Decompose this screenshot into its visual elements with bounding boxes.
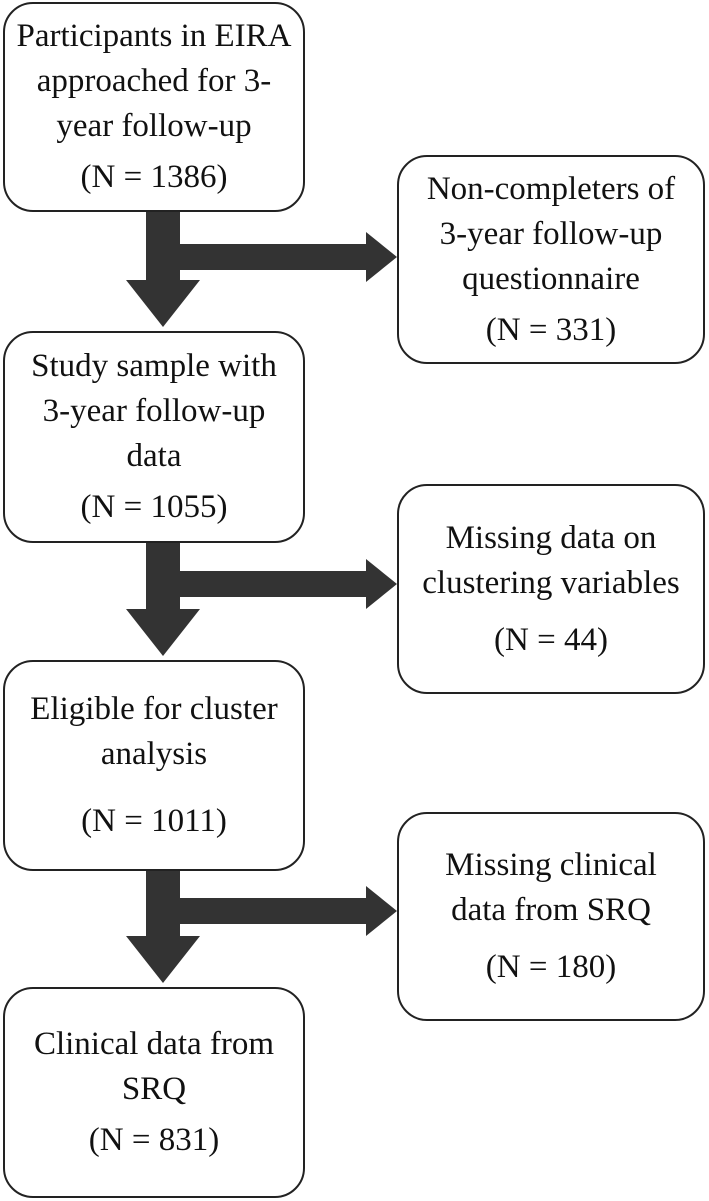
arrow-3-right [178,886,397,936]
box-text-line: analysis [100,736,208,772]
box-count: (N = 1055) [80,489,228,525]
box-text-line: questionnaire [462,260,640,297]
arrow-1-right [178,232,397,282]
box-text-line: Missing data on [445,519,657,556]
arrow-2-right [178,559,397,609]
box-text-line: approached for 3- [36,63,272,99]
box-clinical-data-srq: Clinical data from SRQ (N = 831) [3,987,305,1198]
box-text-line: 3-year follow-up [439,215,663,252]
box-count: (N = 831) [88,1122,220,1158]
box-count: (N = 44) [494,621,608,658]
arrow-3-down [126,871,200,983]
box-text-line: Missing clinical [445,847,657,883]
box-text-line: SRQ [121,1071,187,1107]
box-text-line: 3-year follow-up [42,393,266,429]
box-text-line: data from SRQ [451,892,651,928]
arrow-2-down [126,543,200,656]
box-text-line: year follow-up [56,108,252,144]
box-count: (N = 331) [485,311,617,348]
box-text-line: Non-completers of [426,170,676,207]
box-study-sample: Study sample with 3-year follow-up data … [3,331,305,543]
box-text-line: Study sample with [31,348,277,384]
box-missing-clustering-data: Missing data on clustering variables (N … [397,484,705,694]
arrow-1-down [126,212,200,327]
box-missing-clinical-data: Missing clinical data from SRQ (N = 180) [397,812,705,1021]
box-participants-approached: Participants in EIRA approached for 3- y… [3,2,305,212]
box-count: (N = 180) [485,949,617,985]
box-text-line: clustering variables [422,564,680,601]
box-count: (N = 1386) [80,159,228,195]
box-text-line: Participants in EIRA [16,18,292,54]
box-text-line: data [126,438,182,474]
box-non-completers: Non-completers of 3-year follow-up quest… [397,155,705,364]
box-count: (N = 1011) [81,803,227,839]
box-text-line: Clinical data from [33,1026,275,1062]
box-eligible-cluster-analysis: Eligible for cluster analysis (N = 1011) [3,660,305,871]
box-text-line: Eligible for cluster [30,691,278,727]
